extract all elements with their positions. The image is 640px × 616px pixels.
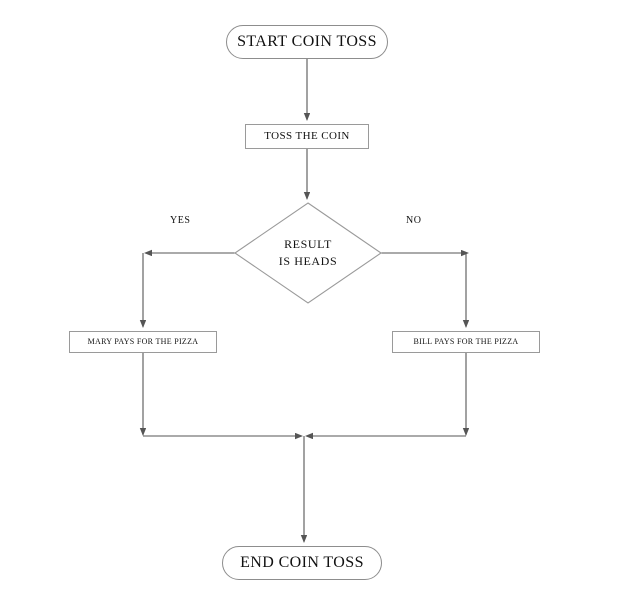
decision-text-block: RESULT IS HEADS: [235, 203, 381, 303]
node-mary-label: MARY PAYS FOR THE PIZZA: [87, 337, 199, 347]
decision-diamond: [234, 202, 382, 304]
node-mary-pays: MARY PAYS FOR THE PIZZA: [69, 331, 217, 353]
node-end: END COIN TOSS: [222, 546, 382, 580]
decision-label-line2: IS HEADS: [278, 254, 338, 268]
node-decision-result-is-heads: RESULT IS HEADS: [235, 203, 381, 303]
edge-label-no: NO: [406, 215, 422, 226]
edge-label-yes: YES: [170, 215, 191, 226]
node-toss-label: TOSS THE COIN: [264, 130, 350, 143]
node-start: START COIN TOSS: [226, 25, 388, 59]
node-bill-pays: BILL PAYS FOR THE PIZZA: [392, 331, 540, 353]
node-bill-label: BILL PAYS FOR THE PIZZA: [413, 337, 519, 347]
decision-label-line1: RESULT: [284, 237, 332, 252]
node-start-label: START COIN TOSS: [237, 32, 377, 50]
node-toss-the-coin: TOSS THE COIN: [245, 124, 369, 149]
node-end-label: END COIN TOSS: [240, 553, 364, 571]
